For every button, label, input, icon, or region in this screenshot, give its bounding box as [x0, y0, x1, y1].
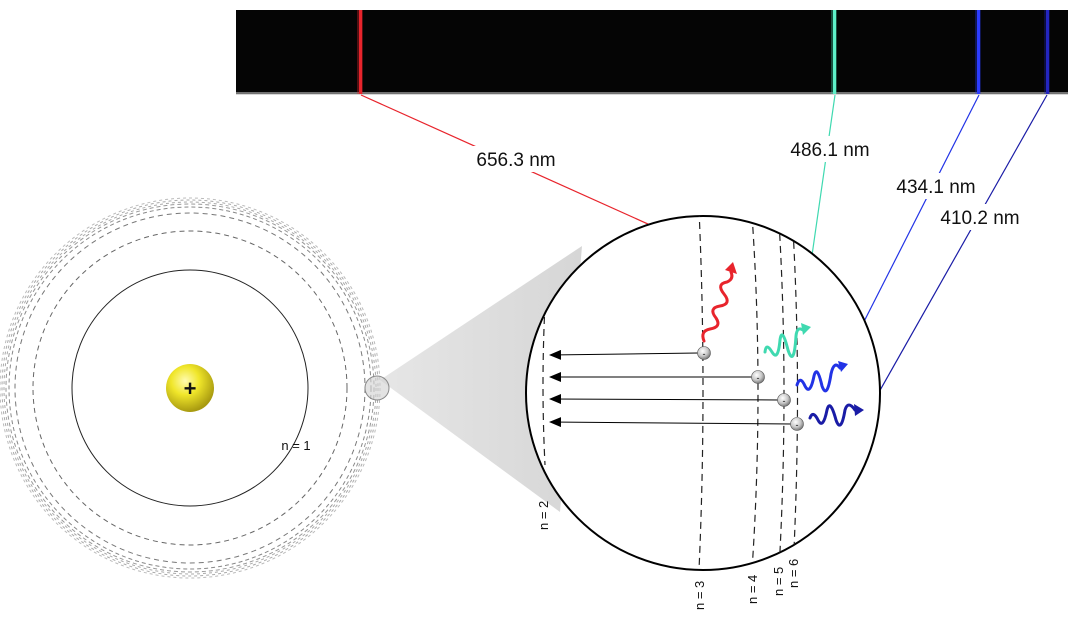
zoom-view: - - - -	[525, 215, 881, 571]
wavelength-label-434: 434.1 nm	[896, 177, 975, 198]
level-label-n2: n = 2	[536, 501, 551, 530]
transition-arrow-3-2	[549, 349, 699, 360]
orbit-label-n1: n = 1	[281, 438, 310, 453]
nucleus	[166, 364, 214, 412]
bohr-atom: + n = 1	[0, 197, 390, 579]
electron-n5: -	[777, 393, 791, 407]
spectrum-background	[236, 10, 1068, 94]
zoom-cone	[380, 246, 582, 512]
photon-red	[701, 262, 737, 343]
photon-blue	[795, 361, 848, 393]
leader-line-410	[869, 94, 1048, 409]
leader-line-434	[845, 94, 980, 358]
spectrum-line-cyan	[833, 10, 836, 94]
zoom-orbit-n5	[778, 221, 785, 570]
wavelength-label-486: 486.1 nm	[790, 140, 869, 161]
emission-spectrum	[236, 10, 1068, 95]
zoom-orbit-n6	[792, 229, 799, 570]
svg-text:-: -	[796, 420, 799, 430]
level-label-n3: n = 3	[692, 581, 707, 610]
level-label-n6: n = 6	[786, 559, 801, 588]
electron-n3: -	[697, 346, 711, 360]
magnifier-marker	[364, 375, 390, 401]
electron-n6: -	[790, 417, 804, 431]
photon-cyan	[763, 323, 811, 358]
level-label-n5: n = 5	[771, 567, 786, 596]
level-label-n4: n = 4	[745, 575, 760, 604]
zoom-orbit-n2	[542, 304, 546, 466]
spectrum-line-blue	[977, 10, 980, 94]
wavelength-label-656: 656.3 nm	[476, 150, 555, 171]
nucleus-plus-sign: +	[184, 376, 197, 401]
orbit-n1	[71, 269, 309, 507]
wavelength-label-410: 410.2 nm	[940, 208, 1019, 229]
spectrum-line-violet	[1046, 10, 1049, 94]
photon-violet	[808, 403, 864, 427]
orbit-n2	[32, 230, 348, 546]
spectrum-line-red	[359, 10, 362, 94]
electron-n4: -	[751, 370, 765, 384]
svg-text:-: -	[783, 396, 786, 406]
svg-text:-: -	[757, 373, 760, 383]
zoom-orbit-n3	[698, 216, 704, 570]
svg-text:-: -	[703, 349, 706, 359]
transition-arrow-6-2	[549, 417, 793, 428]
transition-arrow-5-2	[549, 394, 780, 405]
